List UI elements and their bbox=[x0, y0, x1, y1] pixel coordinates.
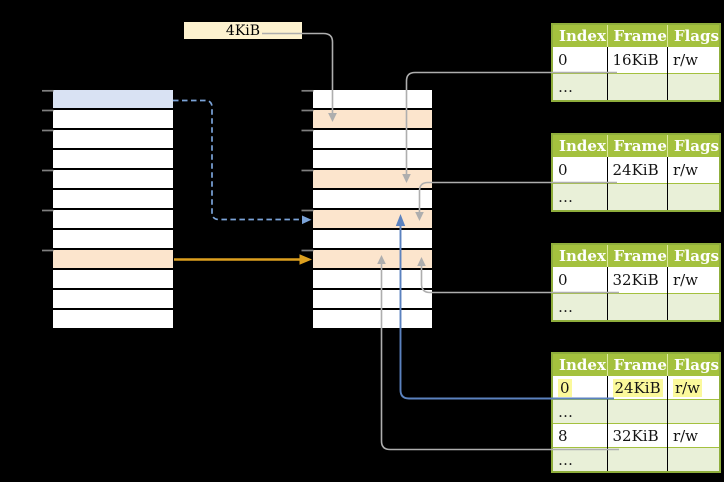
column-header: Flags bbox=[666, 24, 721, 47]
memory-row-white bbox=[53, 150, 173, 170]
column-header: Index bbox=[552, 134, 607, 157]
table-cell bbox=[606, 399, 668, 424]
highlighted-cell-text: r/w bbox=[672, 378, 703, 397]
table-cell bbox=[606, 73, 668, 101]
table-cell: … bbox=[552, 293, 607, 321]
column-header: Flags bbox=[666, 244, 721, 267]
table-row: 0 24KiB r/w bbox=[552, 375, 721, 400]
column-header: Frame bbox=[606, 353, 668, 376]
column-header: Index bbox=[552, 24, 607, 47]
table-cell: 32KiB bbox=[606, 266, 668, 294]
memory-row-white bbox=[313, 90, 432, 110]
table-cell bbox=[606, 447, 668, 472]
memory-row-white bbox=[313, 290, 432, 310]
memory-row-white bbox=[53, 110, 173, 130]
table-row: … bbox=[552, 399, 721, 424]
arrow-leftrow1-to-middle-row7 bbox=[173, 99, 312, 225]
arrow-leftrow9-to-middle-row9 bbox=[174, 254, 312, 265]
table-cell: … bbox=[552, 73, 607, 101]
table-cell: r/w bbox=[666, 423, 721, 448]
table-cell: 0 bbox=[552, 156, 607, 184]
memory-row-peach bbox=[53, 250, 173, 270]
left-memory-column bbox=[53, 90, 173, 330]
table-row: … bbox=[552, 183, 721, 211]
table-cell: … bbox=[552, 183, 607, 211]
column-header: Frame bbox=[606, 244, 668, 267]
table-cell bbox=[666, 73, 721, 101]
table-cell: 24KiB bbox=[606, 375, 668, 400]
table-cell bbox=[606, 183, 668, 211]
memory-row-peach bbox=[313, 250, 432, 270]
table-cell: … bbox=[552, 447, 607, 472]
table-row: … bbox=[552, 73, 721, 101]
memory-row-blue bbox=[53, 90, 173, 110]
column-header: Index bbox=[552, 244, 607, 267]
table-cell bbox=[606, 293, 668, 321]
table-row: … bbox=[552, 293, 721, 321]
highlighted-cell-text: 0 bbox=[558, 378, 572, 397]
table-cell: 0 bbox=[552, 266, 607, 294]
table-cell: 24KiB bbox=[606, 156, 668, 184]
left-column-ticks bbox=[42, 89, 54, 252]
column-header: Index bbox=[552, 353, 607, 376]
table-cell bbox=[666, 447, 721, 472]
memory-row-white bbox=[53, 210, 173, 230]
table-cell: … bbox=[552, 399, 607, 424]
memory-row-white bbox=[313, 310, 432, 330]
memory-row-white bbox=[53, 190, 173, 210]
column-header: Flags bbox=[666, 353, 721, 376]
memory-row-peach bbox=[313, 110, 432, 130]
table-cell: 16KiB bbox=[606, 46, 668, 74]
memory-row-white bbox=[53, 170, 173, 190]
memory-row-white bbox=[313, 150, 432, 170]
memory-row-white bbox=[313, 270, 432, 290]
column-header: Frame bbox=[606, 24, 668, 47]
middle-memory-column bbox=[313, 90, 432, 330]
table-cell: r/w bbox=[666, 375, 721, 400]
memory-row-white bbox=[53, 290, 173, 310]
table-cell: r/w bbox=[666, 46, 721, 74]
memory-row-white bbox=[313, 130, 432, 150]
table-cell bbox=[666, 399, 721, 424]
table-cell: 0 bbox=[552, 375, 607, 400]
memory-row-white bbox=[313, 230, 432, 250]
table-cell: 8 bbox=[552, 423, 607, 448]
table-cell: r/w bbox=[666, 266, 721, 294]
table-cell bbox=[666, 293, 721, 321]
memory-row-white bbox=[53, 230, 173, 250]
column-header: Frame bbox=[606, 134, 668, 157]
middle-column-ticks bbox=[301, 89, 314, 252]
memory-row-peach bbox=[313, 170, 432, 190]
column-header: Flags bbox=[666, 134, 721, 157]
table-cell: r/w bbox=[666, 156, 721, 184]
page-size-box: 4KiB bbox=[183, 21, 303, 40]
table-cell bbox=[666, 183, 721, 211]
highlighted-cell-text: 24KiB bbox=[612, 378, 663, 397]
page-size-label: 4KiB bbox=[225, 22, 261, 39]
memory-row-white bbox=[53, 310, 173, 330]
table-row: … bbox=[552, 447, 721, 472]
memory-row-white bbox=[53, 130, 173, 150]
memory-row-peach bbox=[313, 210, 432, 230]
memory-row-white bbox=[53, 270, 173, 290]
table-cell: 0 bbox=[552, 46, 607, 74]
table-cell: 32KiB bbox=[606, 423, 668, 448]
memory-row-white bbox=[313, 190, 432, 210]
